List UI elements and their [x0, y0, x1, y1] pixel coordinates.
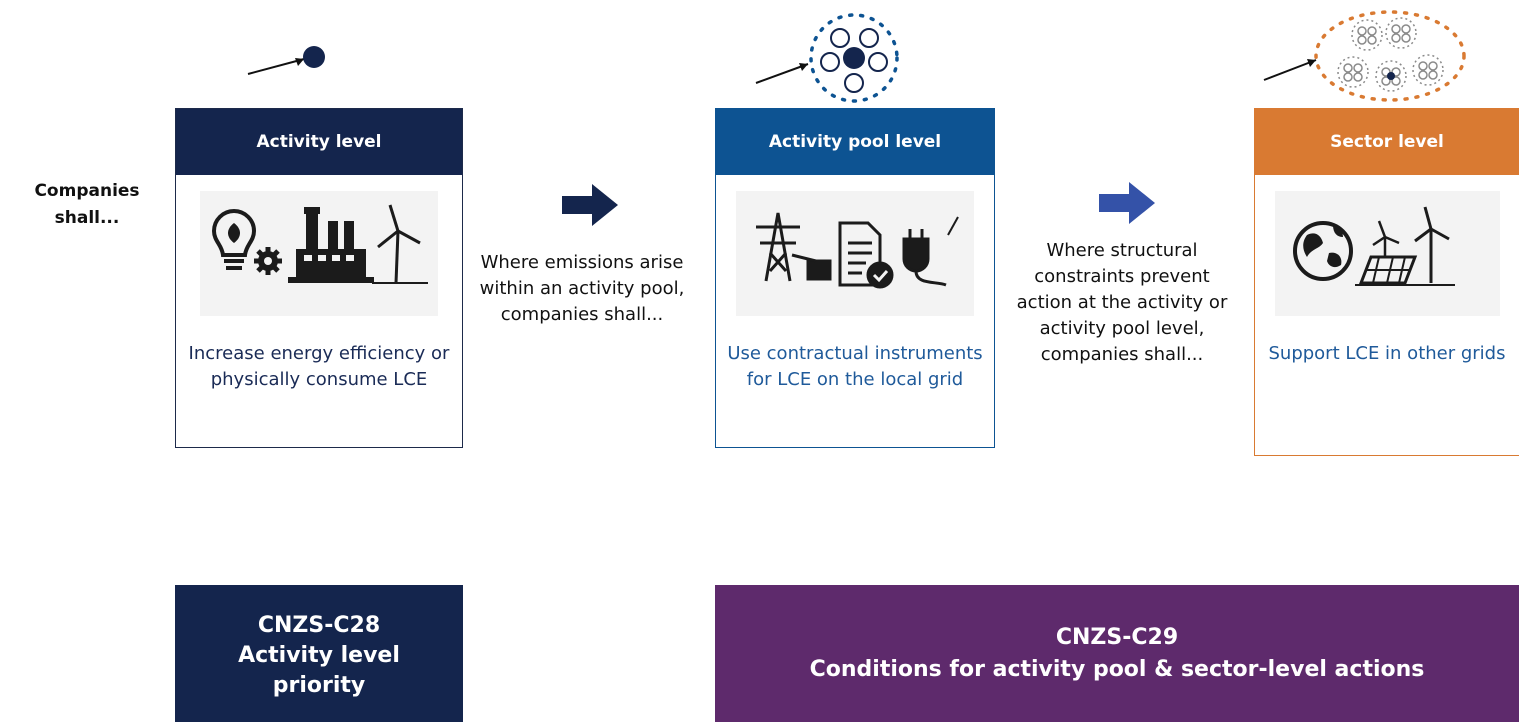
- single-activity-icon: [247, 46, 325, 75]
- sector-level-title: Sector level: [1330, 132, 1444, 152]
- activity-pool-level-card: Activity pool level Use contractual inst…: [715, 108, 995, 448]
- sector-level-header: Sector level: [1255, 109, 1519, 175]
- requirement-c29-title: Conditions for activity pool & sector-le…: [809, 656, 1425, 682]
- pylon-document-plug-icon: [736, 191, 974, 316]
- arrow-right-icon-2: [1099, 182, 1155, 224]
- activity-level-header: Activity level: [176, 109, 462, 175]
- requirement-c28-code: CNZS-C28: [257, 612, 381, 638]
- requirement-c29-box: CNZS-C29 Conditions for activity pool & …: [715, 585, 1519, 722]
- connector-text-sector: Where structural constraints prevent act…: [1016, 240, 1228, 365]
- requirement-c28-box: CNZS-C28 Activity level priority: [175, 585, 463, 722]
- activity-level-title: Activity level: [256, 132, 382, 152]
- globe-solar-turbine-icon: [1275, 191, 1500, 316]
- activity-pool-level-text: Use contractual instruments for LCE on t…: [727, 343, 983, 390]
- requirement-c28-title: Activity level priority: [238, 642, 400, 698]
- activity-level-card: Activity level: [175, 108, 463, 448]
- sector-level-card: Sector level Support LCE in: [1254, 108, 1519, 456]
- activity-pool-level-header: Activity pool level: [716, 109, 994, 175]
- sector-icon: [1263, 10, 1466, 102]
- arrow-right-icon: [562, 184, 618, 226]
- activity-level-text: Increase energy efficiency or physically…: [188, 343, 450, 390]
- side-label: Companies shall...: [34, 181, 140, 228]
- connector-text-pool: Where emissions arise within an activity…: [479, 252, 685, 325]
- requirement-c29-code: CNZS-C29: [1055, 624, 1179, 650]
- bulb-gear-factory-turbine-icon: [200, 191, 438, 316]
- sector-level-text: Support LCE in other grids: [1268, 343, 1506, 364]
- activity-pool-icon: [755, 13, 899, 103]
- activity-pool-level-title: Activity pool level: [768, 132, 942, 152]
